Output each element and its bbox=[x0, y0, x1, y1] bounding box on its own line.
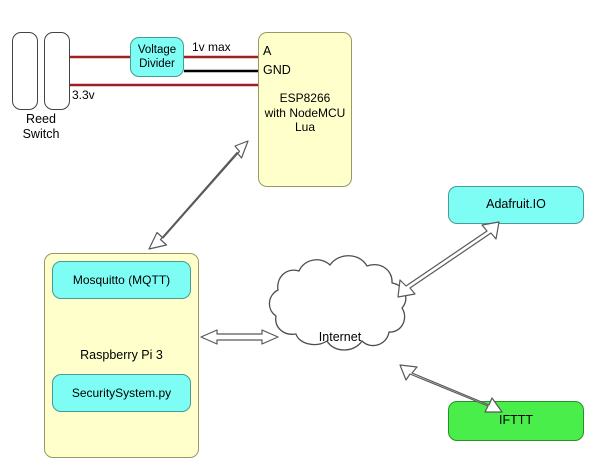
reed-switch-contact-right bbox=[44, 32, 70, 110]
node-internet-cloud bbox=[268, 255, 407, 351]
node-adafruit-io[interactable]: Adafruit.IO bbox=[448, 186, 584, 224]
node-mosquitto[interactable]: Mosquitto (MQTT) bbox=[52, 261, 191, 299]
arrow-raspberry-pi-internet bbox=[200, 329, 279, 345]
esp8266-pin-label-a: A bbox=[263, 44, 272, 58]
arrow-internet-adafruit bbox=[397, 221, 500, 298]
wire-label-1v-max: 1v max bbox=[192, 40, 231, 54]
mosquitto-label: Mosquitto (MQTT) bbox=[72, 272, 171, 287]
ifttt-label: IFTTT bbox=[498, 413, 533, 428]
wire-label-3v3: 3.3v bbox=[72, 88, 95, 102]
reed-switch-caption: Reed Switch bbox=[22, 112, 60, 142]
adafruit-io-label: Adafruit.IO bbox=[486, 197, 546, 212]
node-ifttt[interactable]: IFTTT bbox=[448, 401, 584, 441]
esp8266-pin-label-gnd: GND bbox=[263, 63, 291, 77]
node-security-system[interactable]: SecuritySystem.py bbox=[52, 374, 191, 412]
node-voltage-divider[interactable]: Voltage Divider bbox=[130, 37, 184, 77]
node-esp8266[interactable]: ESP8266 with NodeMCU Lua bbox=[258, 32, 352, 187]
esp8266-label: ESP8266 with NodeMCU Lua bbox=[264, 91, 346, 135]
internet-label: Internet bbox=[319, 330, 362, 344]
voltage-divider-label: Voltage Divider bbox=[137, 43, 177, 70]
raspberry-pi-label: Raspberry Pi 3 bbox=[80, 347, 163, 362]
arrow-esp8266-raspberry-pi bbox=[148, 140, 249, 250]
security-system-label: SecuritySystem.py bbox=[71, 385, 172, 400]
reed-switch-contact-left bbox=[12, 32, 38, 110]
